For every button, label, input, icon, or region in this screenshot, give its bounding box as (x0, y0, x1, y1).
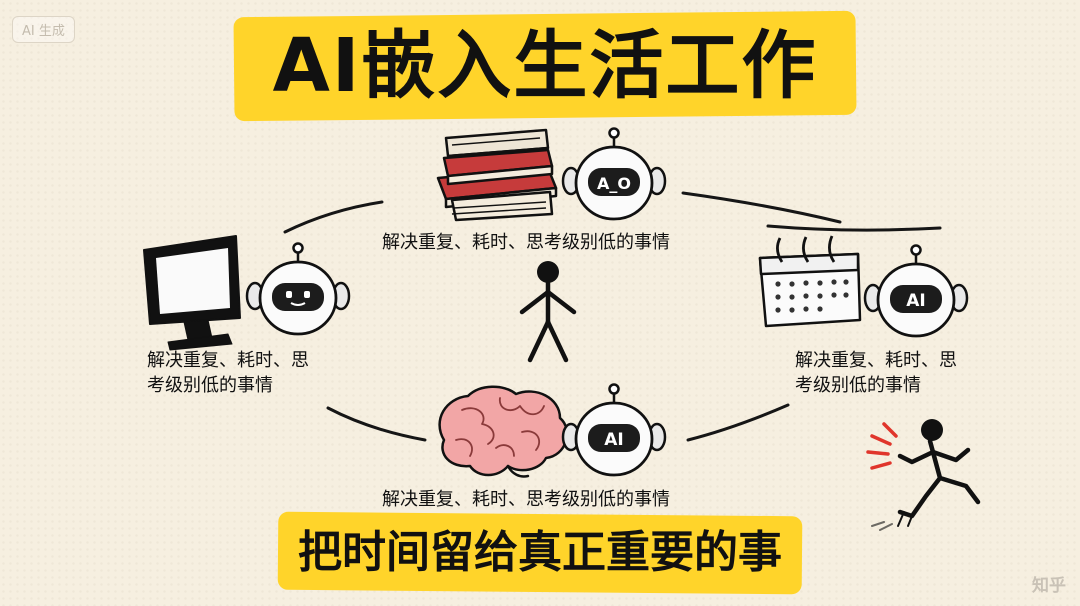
watermark: 知乎 (1032, 576, 1066, 596)
stick-figure-icon (519, 261, 577, 363)
robot-face-top: A_O (597, 174, 631, 193)
robot-icon: AI (561, 383, 667, 477)
robot-face-right: AI (906, 291, 925, 311)
robot-face-bottom: AI (604, 430, 623, 450)
robot-icon: AI (863, 244, 969, 338)
robot-icon: A_O (561, 127, 667, 221)
brain-icon (438, 385, 569, 478)
slogan: 把时间留给真正重要的事 (298, 527, 782, 578)
caption-top: 解决重复、耗时、思考级别低的事情 (382, 232, 670, 253)
running-figure-icon (866, 419, 981, 531)
monitor-icon (143, 235, 241, 351)
ai-generated-badge: AI 生成 (12, 16, 75, 43)
robot-icon (245, 242, 351, 336)
robot-face-smile (286, 291, 310, 306)
caption-right: 解决重复、耗时、思考级别低的事情 (795, 350, 957, 396)
cycle-arcs (283, 191, 942, 442)
calendar-icon (758, 235, 862, 328)
books-icon (436, 128, 558, 222)
caption-left: 解决重复、耗时、思考级别低的事情 (147, 350, 309, 396)
caption-bottom: 解决重复、耗时、思考级别低的事情 (382, 489, 670, 510)
page-title: AI嵌入生活工作 (272, 23, 818, 109)
